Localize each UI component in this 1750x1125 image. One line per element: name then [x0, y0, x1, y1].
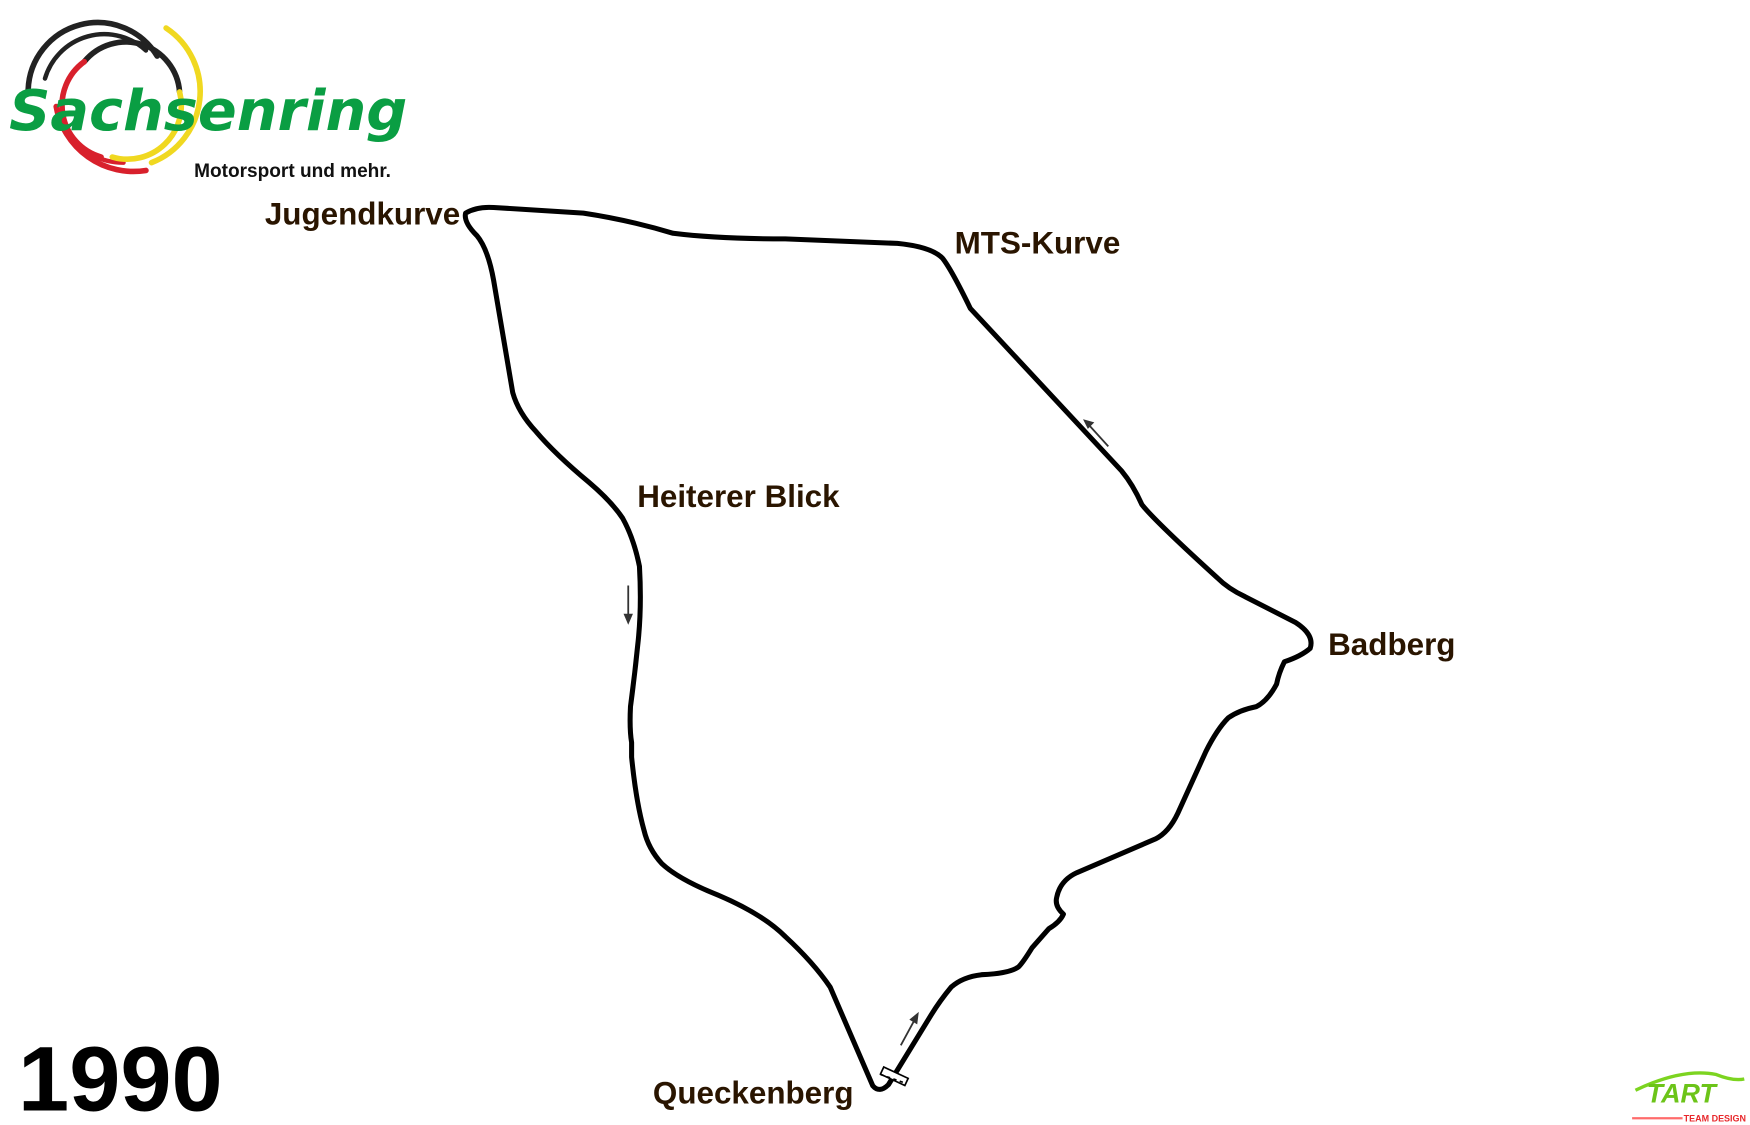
circuit-track — [462, 204, 1314, 1092]
tart-logo-subtitle: TEAM DESIGN — [1684, 1114, 1746, 1124]
tart-logo-text: TART — [1647, 1079, 1719, 1109]
direction-arrow-icon — [900, 1018, 917, 1046]
year-label: 1990 — [18, 1028, 223, 1125]
start-finish-line — [879, 1065, 910, 1087]
corner-label-badberg: Badberg — [1328, 627, 1455, 662]
logo-wordmark: Sachsenring — [9, 79, 407, 144]
corner-label-heiterer-blick: Heiterer Blick — [637, 479, 840, 514]
tart-team-design-logo: TART TEAM DESIGN — [1632, 1071, 1746, 1124]
corner-label-jugendkurve: Jugendkurve — [265, 196, 460, 231]
direction-arrows — [623, 419, 1109, 1046]
direction-arrow-icon — [1086, 422, 1109, 448]
logo-tagline: Motorsport und mehr. — [194, 161, 391, 182]
sachsenring-logo: Sachsenring Motorsport und mehr. — [9, 19, 407, 182]
corner-label-queckenberg: Queckenberg — [653, 1076, 854, 1111]
corner-label-mts-kurve: MTS-Kurve — [955, 225, 1121, 260]
